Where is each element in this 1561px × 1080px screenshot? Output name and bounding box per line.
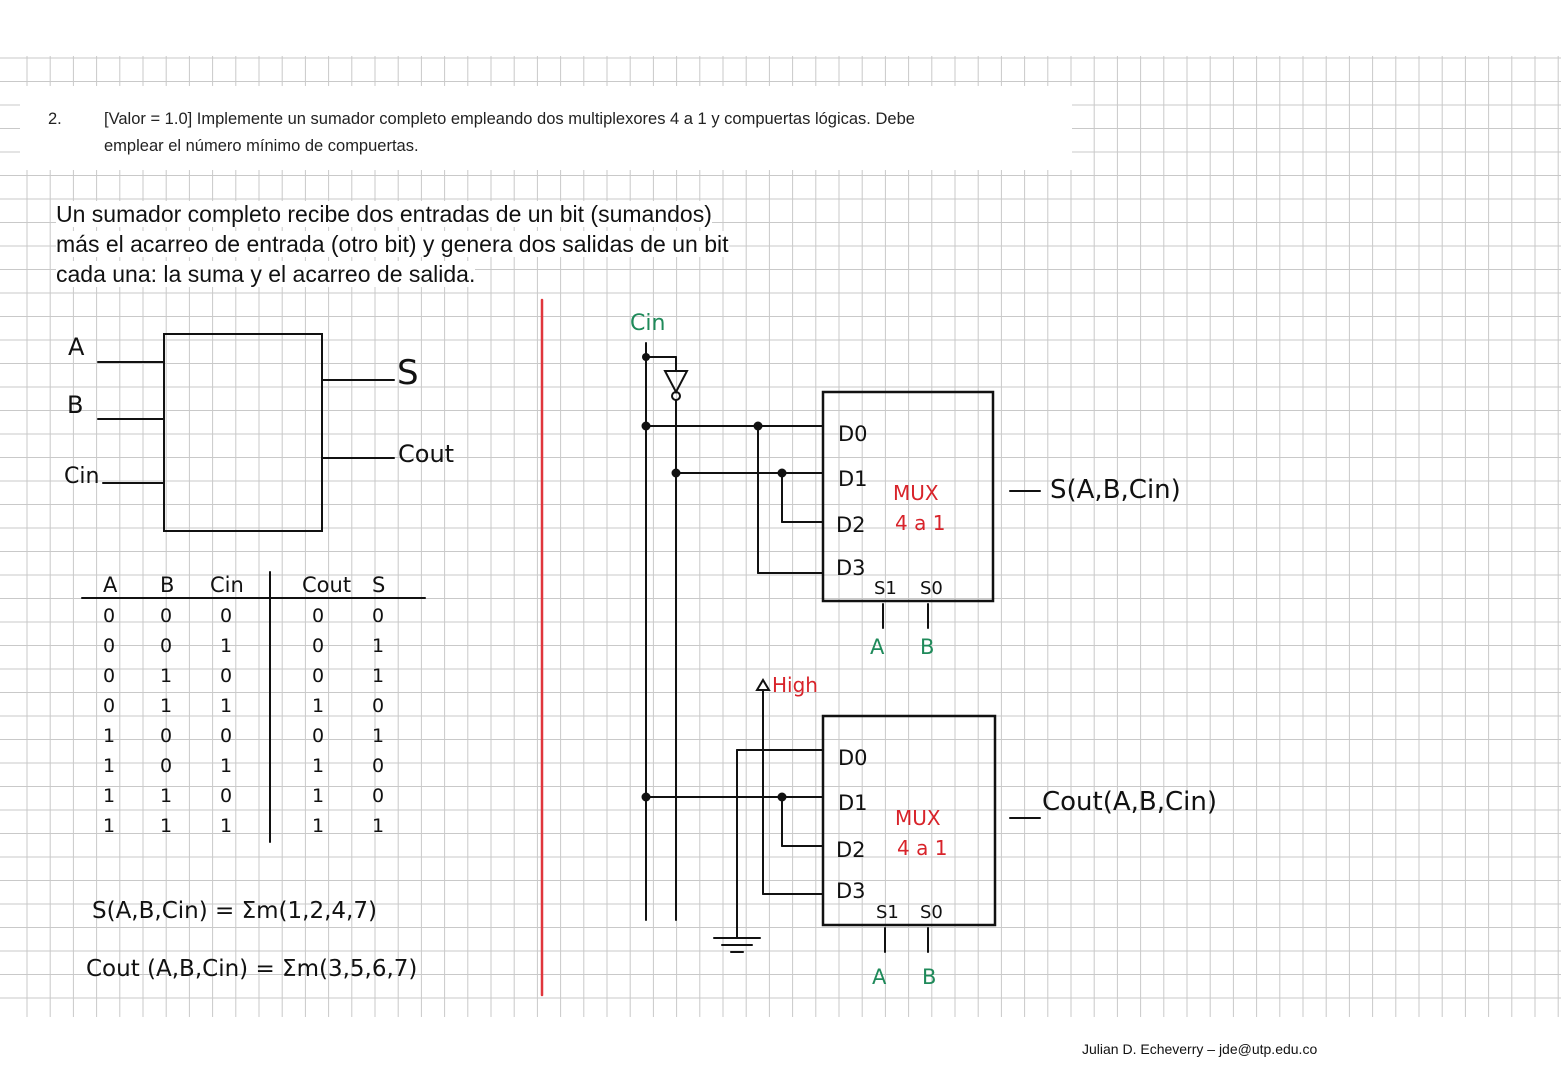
full-adder-block <box>163 333 323 532</box>
truth-table-cell: 1 <box>160 785 172 807</box>
mux2-s1-label: S1 <box>876 902 899 923</box>
block-label-a: A <box>68 333 85 361</box>
truth-table-header: Cin <box>210 573 244 597</box>
mux1-output-label: S(A,B,Cin) <box>1050 475 1181 505</box>
question-text-line2: emplear el número mínimo de compuertas. <box>104 137 419 155</box>
truth-table-cell: 0 <box>372 755 384 777</box>
mux1-d2-label: D2 <box>836 513 866 537</box>
truth-table-cell: 1 <box>160 665 172 687</box>
truth-table-cell: 1 <box>372 815 384 837</box>
truth-table-cell: 0 <box>103 635 115 657</box>
junction-dot <box>671 468 681 478</box>
mux1-d3-label: D3 <box>836 556 866 580</box>
truth-table-cell: 0 <box>312 665 324 687</box>
truth-table-cell: 0 <box>220 785 232 807</box>
sum-equation: S(A,B,Cin) = Σm(1,2,4,7) <box>92 898 377 924</box>
block-label-cin: Cin <box>64 464 99 489</box>
mux2-title: MUX <box>895 806 941 830</box>
truth-table-cell: 0 <box>160 755 172 777</box>
truth-table-cell: 0 <box>372 605 384 627</box>
mux1-s1-label: S1 <box>874 578 897 599</box>
truth-table-cell: 0 <box>103 665 115 687</box>
mux1-d0-label: D0 <box>838 422 868 446</box>
truth-table-cell: 0 <box>220 725 232 747</box>
junction-dot <box>753 421 763 431</box>
truth-table-cell: 0 <box>372 785 384 807</box>
mux1-d1-label: D1 <box>838 467 868 491</box>
truth-table-cell: 0 <box>312 635 324 657</box>
mux1-s0-label: S0 <box>920 578 943 599</box>
junction-dot <box>641 792 651 802</box>
truth-table-cell: 1 <box>220 815 232 837</box>
question-text-line1: [Valor = 1.0] Implemente un sumador comp… <box>104 110 915 128</box>
mux2-output-label: Cout(A,B,Cin) <box>1042 787 1217 817</box>
truth-table-header: S <box>372 573 385 597</box>
truth-table-cell: 0 <box>312 725 324 747</box>
high-arrow-icon <box>755 678 771 691</box>
mux2-d1-label: D1 <box>838 791 868 815</box>
mux2-select-b: B <box>922 965 936 989</box>
truth-table-cell: 1 <box>372 665 384 687</box>
intro-paragraph: Un sumador completo recibe dos entradas … <box>56 199 816 289</box>
block-label-b: B <box>67 391 83 419</box>
junction-dot <box>777 792 787 802</box>
truth-table-cell: 0 <box>160 605 172 627</box>
truth-table-cell: 0 <box>312 605 324 627</box>
footer-author: Julian D. Echeverry – jde@utp.edu.co <box>1080 1041 1320 1057</box>
truth-table-cell: 1 <box>312 815 324 837</box>
truth-table-cell: 1 <box>103 785 115 807</box>
truth-table-cell: 1 <box>312 755 324 777</box>
truth-table-cell: 1 <box>372 725 384 747</box>
truth-table-cell: 1 <box>160 815 172 837</box>
mux1-subtitle: 4 a 1 <box>895 511 945 535</box>
truth-table-header: A <box>103 573 118 597</box>
junction-dot <box>641 421 651 431</box>
truth-table-cell: 1 <box>372 635 384 657</box>
truth-table-cell: 1 <box>312 695 324 717</box>
mux1-select-b: B <box>920 635 934 659</box>
junction-dot <box>642 353 650 361</box>
high-label: High <box>772 673 818 697</box>
truth-table-header: B <box>160 573 174 597</box>
truth-table-cell: 0 <box>160 635 172 657</box>
truth-table-cell: 0 <box>103 695 115 717</box>
inverter-triangle <box>663 370 689 395</box>
junction-dot <box>777 468 787 478</box>
truth-table-cell: 0 <box>103 605 115 627</box>
truth-table-cell: 1 <box>312 785 324 807</box>
truth-table-header: Cout <box>302 573 351 597</box>
mux2-subtitle: 4 a 1 <box>897 836 947 860</box>
mux2-block <box>821 714 997 927</box>
intro-line1: Un sumador completo recibe dos entradas … <box>56 201 712 227</box>
truth-table-cell: 0 <box>220 665 232 687</box>
mux1-select-a: A <box>870 635 885 659</box>
block-label-cout: Cout <box>398 440 454 468</box>
truth-table-cell: 1 <box>220 695 232 717</box>
truth-table-cell: 0 <box>220 605 232 627</box>
mux1-block <box>821 390 995 603</box>
intro-line3: cada una: la suma y el acarreo de salida… <box>56 261 476 287</box>
truth-table-cell: 0 <box>160 725 172 747</box>
mux2-d0-label: D0 <box>838 746 868 770</box>
truth-table-cell: 1 <box>220 635 232 657</box>
truth-table-cell: 0 <box>372 695 384 717</box>
truth-table-cell: 1 <box>103 755 115 777</box>
intro-line2: más el acarreo de entrada (otro bit) y g… <box>56 231 729 257</box>
truth-table-cell: 1 <box>220 755 232 777</box>
truth-table: A B Cin Cout S 0 0 0 0 0 0 0 1 0 1 0 1 0 0 1 0 1 1 1 0 1 0 0 0 1 1 0 1 1 0… <box>103 573 385 837</box>
mux1-title: MUX <box>893 481 939 505</box>
truth-table-cell: 1 <box>160 695 172 717</box>
mux2-d2-label: D2 <box>836 838 866 862</box>
truth-table-cell: 1 <box>103 725 115 747</box>
carry-equation: Cout (A,B,Cin) = Σm(3,5,6,7) <box>86 956 417 982</box>
mux2-d3-label: D3 <box>836 879 866 903</box>
block-label-s: S <box>397 353 419 393</box>
question-number: 2. <box>48 110 62 128</box>
truth-table-cell: 1 <box>103 815 115 837</box>
mux2-s0-label: S0 <box>920 902 943 923</box>
cin-signal-label: Cin <box>630 311 665 336</box>
mux2-select-a: A <box>872 965 887 989</box>
question-box: 2. [Valor = 1.0] Implemente un sumador c… <box>20 86 1072 170</box>
